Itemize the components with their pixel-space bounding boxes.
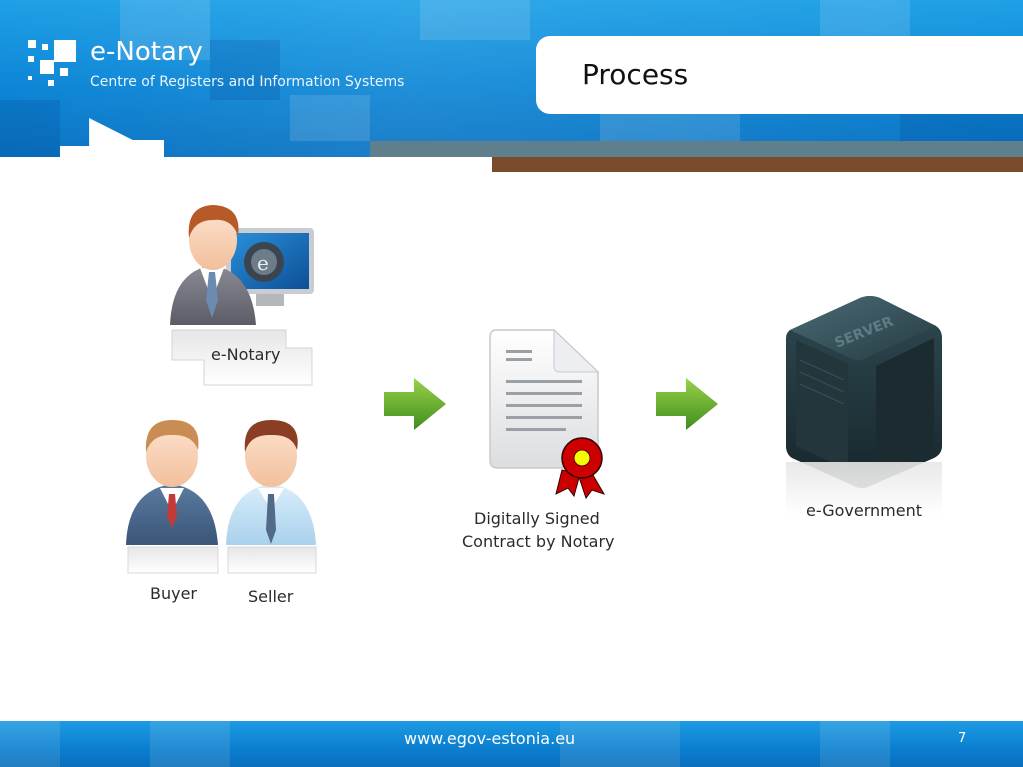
notary-label: e-Notary	[211, 345, 281, 364]
slide-title-box	[536, 36, 1023, 114]
header-strip-gray	[370, 141, 1023, 157]
server-icon: SERVER	[786, 296, 942, 516]
seal-ribbon-icon	[555, 437, 606, 500]
server-label: e-Government	[806, 501, 922, 520]
arrow-right-icon	[656, 378, 718, 430]
brand-title: e-Notary	[90, 37, 203, 67]
arrow-right-icon	[384, 378, 446, 430]
slide-title: Process	[582, 58, 689, 91]
document-label-line1: Digitally Signed	[474, 509, 600, 528]
header-strip-brown	[492, 157, 1023, 172]
seller-figure-icon	[226, 420, 317, 574]
seller-label: Seller	[248, 587, 294, 606]
svg-text:e: e	[257, 251, 269, 275]
footer-url: www.egov-estonia.eu	[404, 729, 576, 748]
document-label-line2: Contract by Notary	[462, 532, 615, 551]
buyer-label: Buyer	[150, 584, 198, 603]
notary-figure-icon: e	[170, 205, 314, 325]
page-number: 7	[958, 731, 967, 746]
buyer-figure-icon	[126, 420, 219, 574]
slide-footer	[0, 721, 1023, 767]
e-notary-logo-icon	[28, 40, 78, 88]
brand-subtitle: Centre of Registers and Information Syst…	[90, 74, 405, 90]
